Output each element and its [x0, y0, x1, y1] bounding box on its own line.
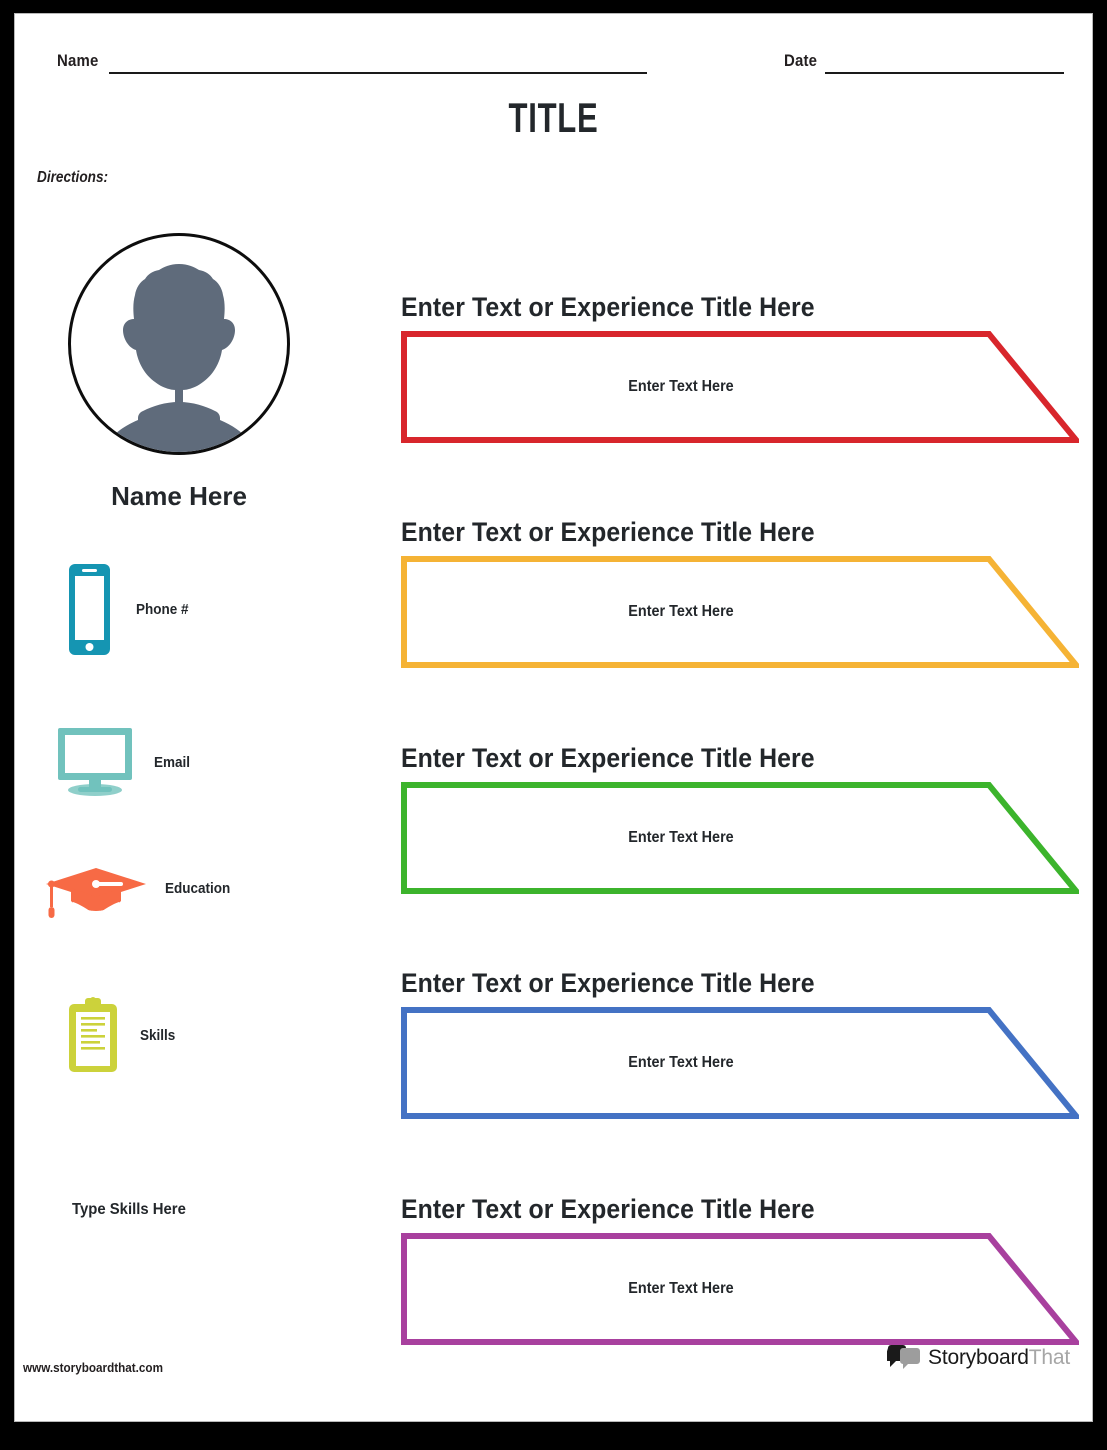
experience-block-3: Enter Text or Experience Title Here Ente… — [401, 743, 1081, 894]
experience-shape-1[interactable]: Enter Text Here — [401, 331, 1079, 443]
experience-title-1[interactable]: Enter Text or Experience Title Here — [401, 292, 815, 322]
speech-bubbles-icon — [887, 1345, 921, 1369]
storyboardthat-logo[interactable]: StoryboardThat — [887, 1345, 1070, 1371]
avatar[interactable] — [68, 233, 290, 455]
contact-row-phone[interactable]: Phone # — [67, 562, 194, 657]
person-silhouette-icon — [109, 264, 249, 452]
experience-block-1: Enter Text or Experience Title Here Ente… — [401, 292, 1081, 443]
experience-block-4: Enter Text or Experience Title Here Ente… — [401, 968, 1081, 1119]
experience-shape-5[interactable]: Enter Text Here — [401, 1233, 1079, 1345]
graduation-cap-icon — [46, 868, 146, 924]
contact-label-education: Education — [165, 879, 231, 897]
avatar-name-placeholder[interactable]: Name Here — [111, 481, 247, 511]
name-label: Name — [57, 51, 99, 70]
directions-label: Directions: — [37, 169, 109, 186]
contact-row-email[interactable]: Email — [56, 726, 194, 798]
experience-body-1[interactable]: Enter Text Here — [628, 378, 734, 395]
experience-title-3[interactable]: Enter Text or Experience Title Here — [401, 743, 815, 773]
contact-label-email: Email — [154, 753, 191, 771]
experience-body-2[interactable]: Enter Text Here — [628, 603, 734, 620]
skills-write-in-prompt[interactable]: Type Skills Here — [72, 1201, 186, 1218]
contact-row-skills[interactable]: Skills — [64, 996, 179, 1074]
banner-trapezoid-red — [401, 331, 1079, 443]
name-write-in-line[interactable] — [109, 72, 647, 74]
experience-shape-3[interactable]: Enter Text Here — [401, 782, 1079, 894]
experience-shape-4[interactable]: Enter Text Here — [401, 1007, 1079, 1119]
worksheet-page: Name Date TITLE Directions: Name Here — [14, 13, 1093, 1422]
banner-trapezoid-orange — [401, 556, 1079, 668]
mobile-phone-icon — [69, 564, 110, 655]
banner-trapezoid-green — [401, 782, 1079, 894]
date-write-in-line[interactable] — [825, 72, 1064, 74]
logo-word-storyboard: Storyboard — [928, 1346, 1029, 1369]
banner-trapezoid-blue — [401, 1007, 1079, 1119]
experience-title-5[interactable]: Enter Text or Experience Title Here — [401, 1194, 815, 1224]
date-label: Date — [784, 51, 818, 70]
contact-label-skills: Skills — [140, 1026, 176, 1044]
contact-label-phone: Phone # — [136, 601, 189, 618]
experience-body-4[interactable]: Enter Text Here — [628, 1054, 734, 1071]
experience-block-5: Enter Text or Experience Title Here Ente… — [401, 1194, 1081, 1345]
footer-url[interactable]: www.storyboardthat.com — [23, 1360, 163, 1375]
banner-trapezoid-purple — [401, 1233, 1079, 1345]
storyboardthat-logo-text: StoryboardThat — [928, 1346, 1070, 1370]
experience-body-3[interactable]: Enter Text Here — [628, 829, 734, 846]
experience-title-2[interactable]: Enter Text or Experience Title Here — [401, 517, 815, 547]
page-title[interactable]: TITLE — [508, 94, 599, 141]
experience-shape-2[interactable]: Enter Text Here — [401, 556, 1079, 668]
monitor-icon — [58, 728, 132, 796]
clipboard-icon — [69, 997, 117, 1072]
contact-row-education[interactable]: Education — [41, 852, 238, 924]
avatar-circle — [68, 233, 290, 455]
experience-title-4[interactable]: Enter Text or Experience Title Here — [401, 968, 815, 998]
experience-body-5[interactable]: Enter Text Here — [628, 1280, 734, 1297]
experience-block-2: Enter Text or Experience Title Here Ente… — [401, 517, 1081, 668]
logo-word-that: That — [1028, 1346, 1070, 1369]
